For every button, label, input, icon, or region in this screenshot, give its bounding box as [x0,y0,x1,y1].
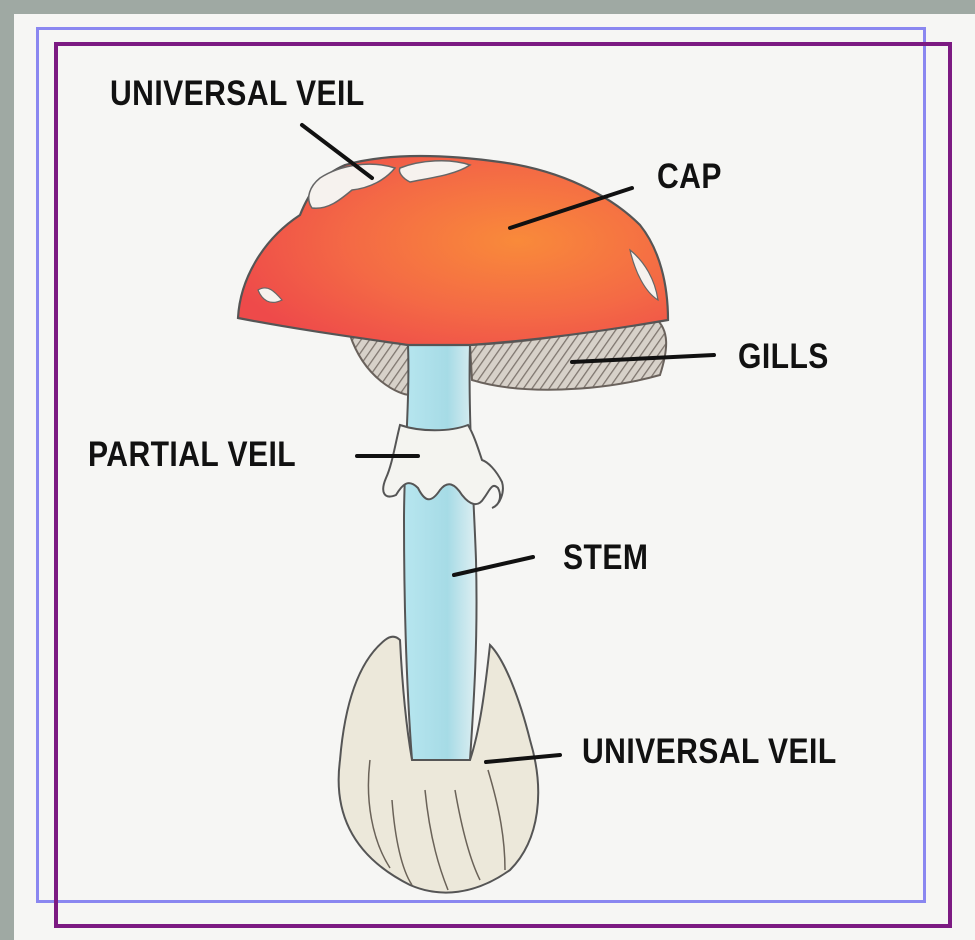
label-cap: CAP [657,157,722,197]
label-universal-veil-top: UNIVERSAL VEIL [110,74,365,114]
label-partial-veil: PARTIAL VEIL [88,435,296,475]
label-universal-veil-bottom: UNIVERSAL VEIL [582,732,837,772]
cap-shape [238,156,668,345]
stem-shape [404,345,477,760]
label-gills: GILLS [738,337,829,377]
label-stem: STEM [563,538,648,578]
